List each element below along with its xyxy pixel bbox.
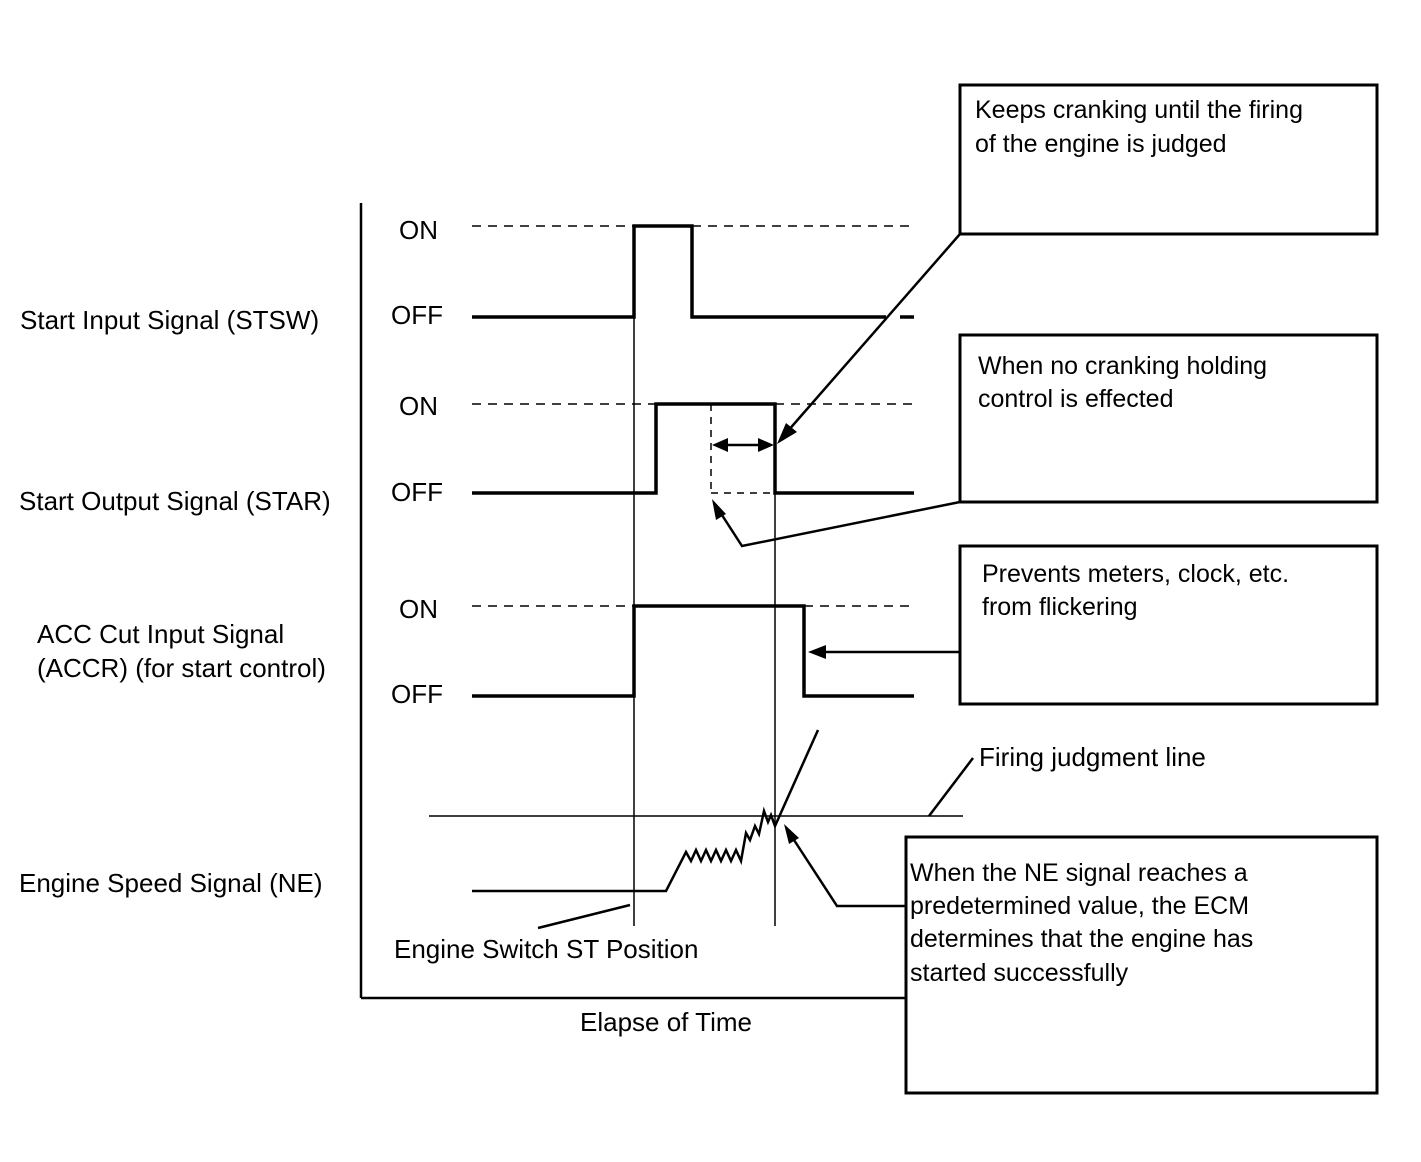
x-axis-label: Elapse of Time <box>580 1007 752 1037</box>
callout-no-holding-line1: When no cranking holding <box>978 352 1267 380</box>
accr-waveform <box>472 604 914 698</box>
star-label: Start Output Signal (STAR) <box>19 486 331 516</box>
firing-line-label: Firing judgment line <box>979 742 1206 772</box>
callout-cranking-arrow <box>777 233 961 444</box>
callout-box-flicker <box>958 544 1379 706</box>
star-off-label: OFF <box>391 477 443 507</box>
callout-cranking-line1: Keeps cranking until the firing <box>975 96 1303 124</box>
callout-no-holding-arrow <box>712 499 961 548</box>
accr-label-line1: ACC Cut Input Signal <box>37 619 284 649</box>
callout-box-cranking <box>958 83 1379 236</box>
accr-on-label: ON <box>399 594 438 624</box>
accr-label-line2: (ACCR) (for start control) <box>37 653 326 683</box>
accr-off-label: OFF <box>391 679 443 709</box>
star-on-label: ON <box>399 391 438 421</box>
stsw-on-label: ON <box>399 215 438 245</box>
ne-label: Engine Speed Signal (NE) <box>19 868 323 898</box>
stsw-waveform <box>472 224 914 319</box>
callout-flicker-line2: from flickering <box>982 593 1138 621</box>
star-waveform <box>472 402 914 495</box>
callout-cranking-line2: of the engine is judged <box>975 130 1227 158</box>
callout-ne-reach-line1: When the NE signal reaches a <box>910 859 1248 887</box>
stsw-label: Start Input Signal (STSW) <box>20 305 319 335</box>
callout-box-no-holding <box>958 333 1379 504</box>
callout-ne-reach-line3: determines that the engine has <box>910 925 1253 953</box>
callout-ne-reach-line2: predetermined value, the ECM <box>910 892 1249 920</box>
callout-ne-reach-line4: started successfully <box>910 959 1129 987</box>
callout-box-ne-reach <box>904 835 1379 1095</box>
callout-flicker-arrow <box>808 645 960 659</box>
star-no-holding-dashed <box>710 404 775 494</box>
on-reference-lines <box>472 225 914 607</box>
callout-ne-reach-arrow <box>784 824 906 908</box>
callout-flicker-line1: Prevents meters, clock, etc. <box>982 560 1289 588</box>
stsw-off-label: OFF <box>391 300 443 330</box>
axes <box>359 203 906 1000</box>
timing-markers <box>633 317 776 926</box>
firing-line-leader <box>928 757 974 817</box>
callout-no-holding-line2: control is effected <box>978 385 1173 413</box>
ne-waveform <box>472 729 820 893</box>
engine-switch-label: Engine Switch ST Position <box>394 934 698 964</box>
engine-switch-leader <box>537 903 631 930</box>
cranking-extension-arrow <box>712 438 774 452</box>
